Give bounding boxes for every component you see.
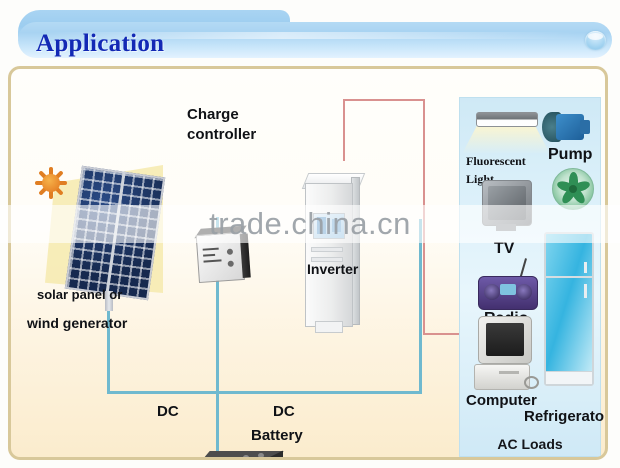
ac-wire-top-horizontal: [343, 99, 425, 101]
dc-wire-horizontal-bus: [107, 391, 422, 394]
page-header: Application: [0, 10, 620, 58]
water-pump-nozzle: [580, 120, 590, 134]
tv-label: TV: [494, 240, 515, 257]
page-title: Application: [36, 30, 165, 57]
sun-icon: [35, 167, 67, 199]
ac-loads-title: AC Loads: [497, 436, 563, 452]
dc-wire-controller-vertical: [216, 217, 219, 394]
computer-tower: [474, 364, 530, 390]
watermark-text: trade.china.cn: [209, 206, 411, 241]
fluorescent-light-glow: [462, 124, 550, 154]
diagram-canvas: solar panel or wind generator Charge con…: [11, 69, 605, 457]
dc-label-left: DC: [157, 403, 179, 420]
circle-button-icon[interactable]: [585, 31, 606, 50]
battery-bank-icon: [196, 447, 285, 457]
battery-label: Battery: [251, 427, 303, 444]
computer-mouse: [524, 376, 539, 389]
pump-label: Pump: [548, 146, 593, 163]
charge-controller-label-line2: controller: [187, 126, 257, 143]
fluorescent-light-icon: [476, 112, 538, 127]
desktop-computer-icon: [478, 316, 532, 364]
dc-wire-battery-drop: [216, 391, 219, 453]
watermark-band: [0, 205, 620, 243]
electric-fan-icon: [552, 168, 594, 210]
ac-loads-panel: Fluorescent Light Pump TV: [459, 97, 605, 457]
water-pump-icon: [556, 114, 584, 140]
inverter-label: Inverter: [307, 261, 359, 277]
inverter-cabinet-icon: [301, 169, 366, 333]
radio-icon: [478, 276, 538, 310]
header-sheen: [40, 32, 580, 39]
charge-controller-label-line1: Charge: [187, 106, 239, 123]
diagram-frame: solar panel or wind generator Charge con…: [8, 66, 608, 460]
solar-panel-stand: [105, 291, 113, 311]
refrigerator-icon: [544, 232, 594, 386]
source-label-line1: solar panel or: [37, 287, 123, 302]
ac-wire-to-loads: [423, 333, 463, 335]
dc-wire-inverter-vertical: [419, 219, 422, 394]
refrigerator-label: Refrigerator: [524, 408, 608, 425]
dc-label-right: DC: [273, 403, 295, 420]
header-bar: [18, 22, 612, 58]
source-label-line2: wind generator: [27, 315, 128, 331]
computer-label: Computer: [466, 392, 537, 409]
ac-wire-inverter-riser: [343, 99, 345, 161]
fluorescent-light-label-line1: Fluorescent: [466, 154, 526, 168]
